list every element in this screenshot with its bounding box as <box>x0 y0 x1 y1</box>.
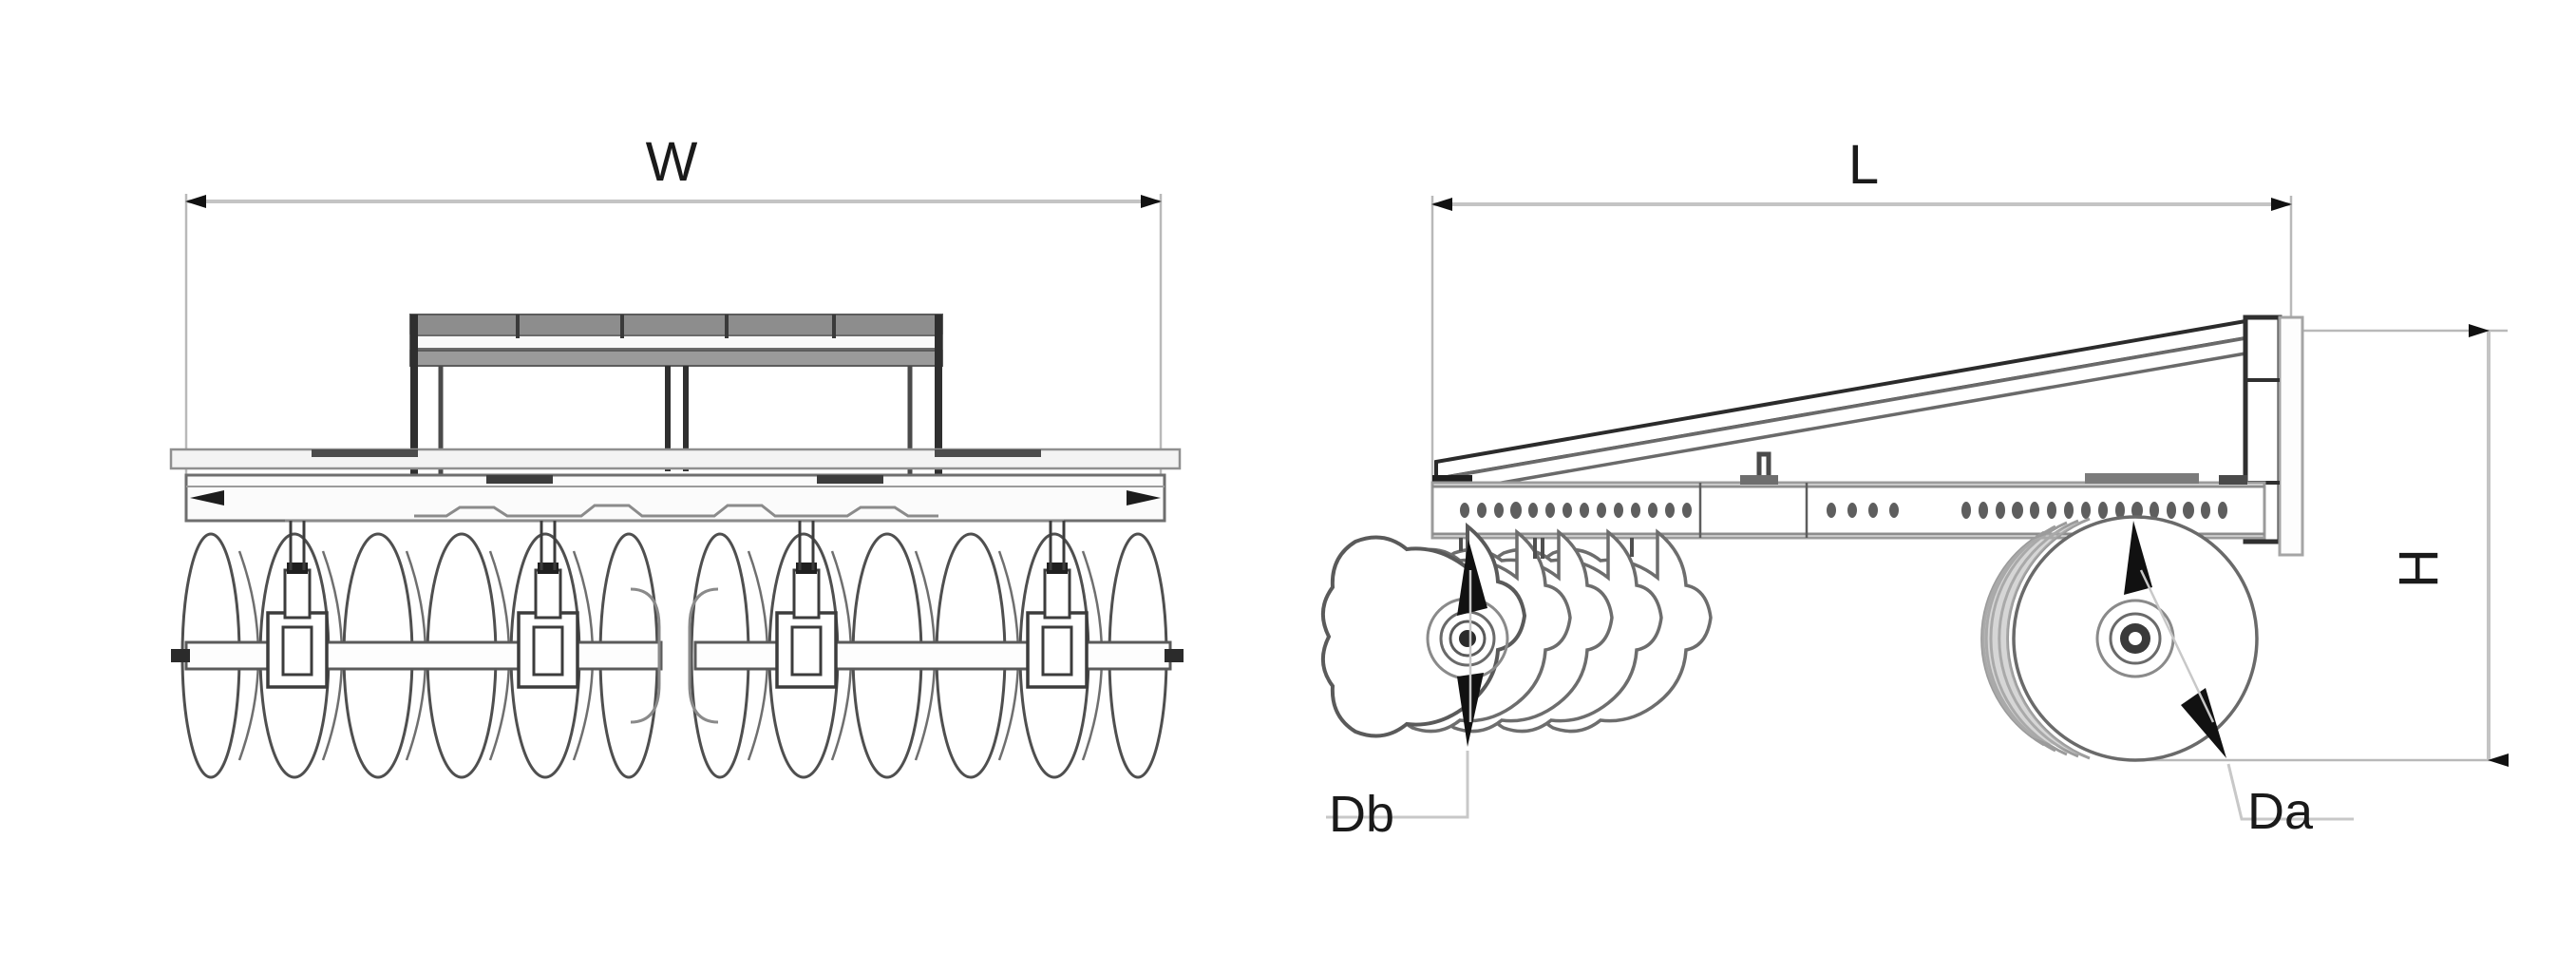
leader-label-da: Da <box>2247 783 2314 840</box>
beam-hole-group <box>1961 502 2227 519</box>
dimension-label-w: W <box>646 131 698 193</box>
bearing-hanger <box>775 521 838 689</box>
top-rail-ribs <box>516 315 836 338</box>
leader-arrow-head <box>2124 521 2152 595</box>
scraper <box>630 587 661 724</box>
side-rear-mast <box>2243 315 2304 557</box>
main-beam-pad-left <box>486 475 553 484</box>
bearing-hanger <box>266 521 329 689</box>
top-rail <box>409 314 943 336</box>
leader-arrow-head <box>1457 540 1487 616</box>
leader-da: Da <box>2226 763 2354 840</box>
beam-scallop-profile <box>414 504 938 518</box>
second-rail <box>409 350 943 367</box>
beam-end-stub-right <box>1127 490 1161 506</box>
beam-hole-group <box>1827 503 1899 518</box>
leader-arrow-head <box>2181 688 2226 758</box>
upper-beam-pad-left <box>312 449 418 457</box>
beam-hole-group <box>1460 502 1692 519</box>
gang-axle <box>693 640 1172 671</box>
bearing-hanger <box>517 521 579 689</box>
dimension-label-l: L <box>1848 134 1879 196</box>
bearing-hanger <box>1026 521 1089 689</box>
dimension-height: H <box>2128 324 2509 767</box>
upper-beam-pad-right <box>935 449 1041 457</box>
side-tongue <box>1432 318 2247 497</box>
front-disc-gangs <box>171 521 1184 779</box>
beam-end-stub-left <box>190 490 224 506</box>
dimension-width: W <box>184 131 1163 494</box>
front-main-beam <box>184 473 1166 523</box>
disc-gang-right <box>688 521 1184 779</box>
front-mast-assembly <box>409 314 943 518</box>
front-upper-beam <box>169 448 1182 470</box>
scraper <box>688 587 719 724</box>
main-beam-pad-right <box>817 475 883 484</box>
leader-db: Db <box>1326 751 1469 843</box>
gang-axle <box>184 640 663 671</box>
leader-label-db: Db <box>1329 786 1394 843</box>
leader-line-da <box>2139 569 2215 723</box>
side-front-gang-db <box>1321 522 1713 747</box>
dimension-length: L <box>1430 134 2293 494</box>
dimension-label-h: H <box>2388 548 2450 588</box>
front-view: W <box>169 131 1184 779</box>
side-view: L H <box>1321 134 2509 843</box>
top-rail-lower <box>409 334 943 350</box>
disc-gang-left <box>171 521 663 779</box>
side-rear-gang-da <box>1980 515 2259 762</box>
